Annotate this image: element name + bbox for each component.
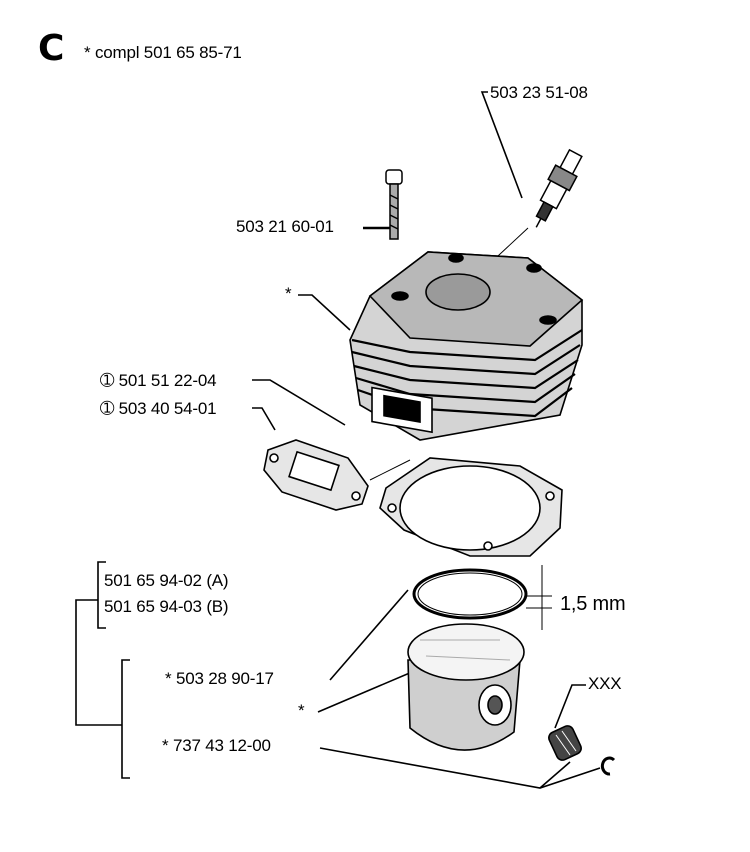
bracket-main [75,599,122,726]
leader-bearing [554,684,586,729]
section-letter: C [38,28,65,69]
piston-ring [412,568,528,620]
needle-bearing [548,725,582,761]
leader-ring [329,589,409,681]
label-bolt: 503 21 60-01 [236,217,334,236]
label-circlip: * 737 43 12-00 [162,736,271,755]
assembly-note: * compl 501 65 85-71 [84,43,242,62]
label-ring-b: 501 65 94-03 (B) [104,597,229,616]
leader-piston [317,671,413,713]
cylinder-bolt [385,169,403,240]
label-gasket-1: ➀ 501 51 22-04 [100,371,217,390]
leader-gasket-1 [252,379,346,426]
spark-plug [535,148,583,228]
leader-gasket-2 [252,407,276,431]
base-gasket [379,457,563,557]
cylinder [349,251,584,441]
exhaust-gasket [263,439,369,511]
label-ring-a: 501 65 94-02 (A) [104,571,229,590]
label-cylinder-star: * [285,284,292,303]
label-piston-kit: * 503 28 90-17 [165,669,274,688]
label-spark-plug: 503 23 51-08 [490,83,588,102]
label-bearing: XXX [588,674,622,693]
leader-gasket-2b [369,459,411,481]
label-piston-star: * [298,701,305,720]
bracket-piston [121,659,130,779]
leader-cylinder [298,294,351,331]
piston [407,623,525,751]
label-ring-thickness: 1,5 mm [560,593,626,615]
bracket-ring [97,561,106,629]
label-gasket-2: ➀ 503 40 54-01 [100,399,217,418]
circlip [600,756,616,776]
leader-spark-plug [480,91,523,199]
